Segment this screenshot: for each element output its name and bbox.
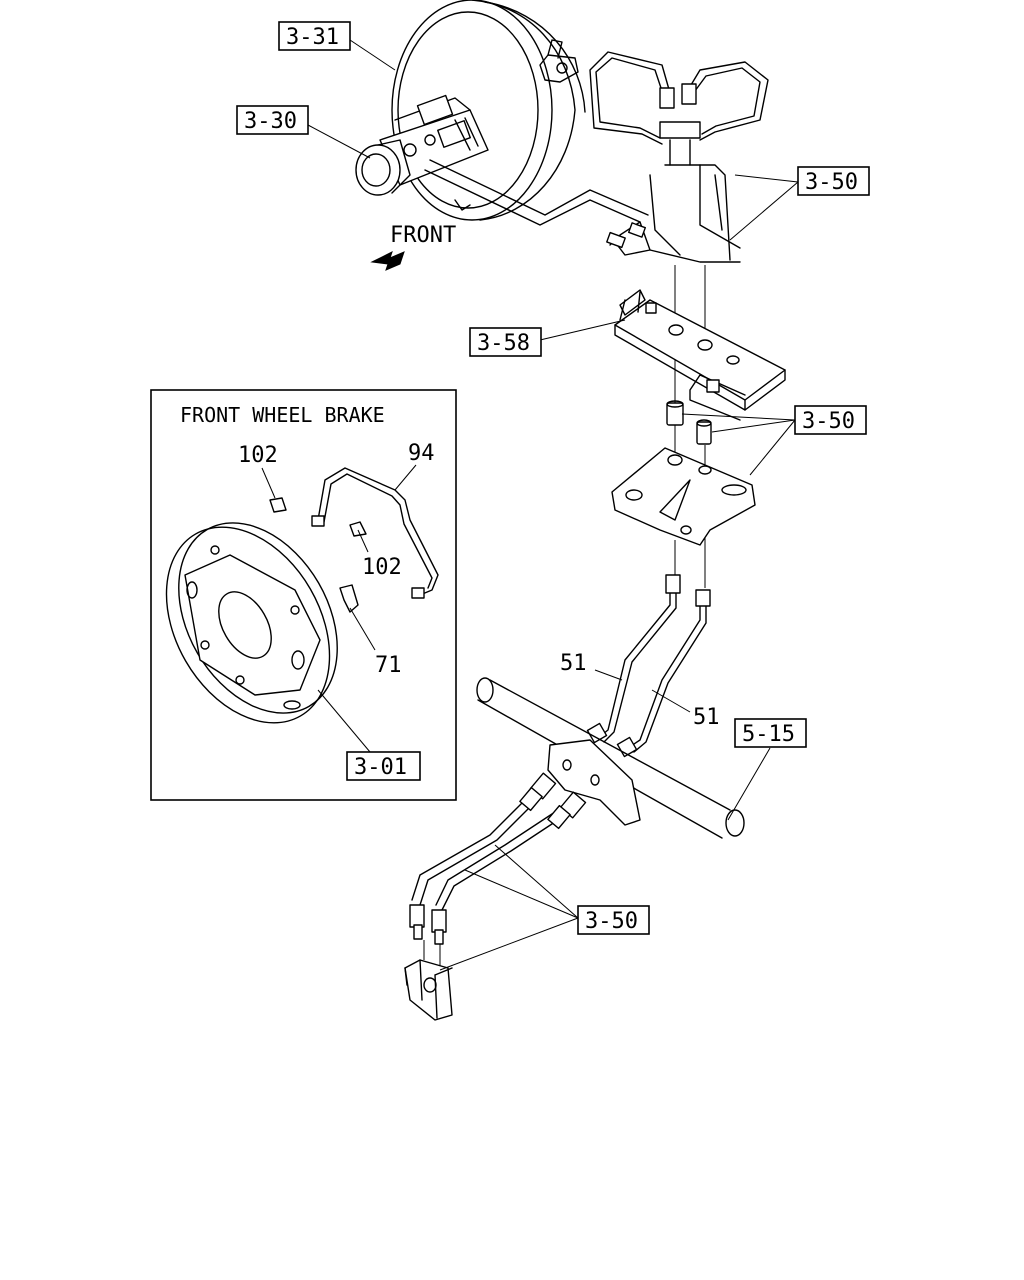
brake-pipe-94 xyxy=(317,467,439,596)
leader-lines xyxy=(307,39,799,971)
callout-3-50-middle-text: 3-50 xyxy=(802,409,855,434)
front-arrow-icon xyxy=(370,251,405,271)
clip-102-lower xyxy=(349,521,367,537)
bracket-71 xyxy=(339,584,359,613)
callout-3-50-lower-text: 3-50 xyxy=(585,909,638,934)
inset-title: FRONT WHEEL BRAKE xyxy=(180,403,385,427)
upper-brake-pipes xyxy=(424,51,769,263)
lower-bracket xyxy=(611,447,756,546)
lower-brake-pipes xyxy=(409,772,587,945)
master-cylinder xyxy=(355,94,489,196)
pipe-unions xyxy=(666,400,712,445)
front-label: FRONT xyxy=(390,223,456,248)
front-wheel-brake-inset: FRONT WHEEL BRAKE xyxy=(150,389,457,801)
callout-3-50-upper: 3-50 xyxy=(797,166,870,196)
junction-block xyxy=(404,959,453,1021)
brake-pipes-51 xyxy=(586,574,711,758)
part-label-94: 94 xyxy=(408,441,435,466)
callout-3-50-lower: 3-50 xyxy=(577,905,650,935)
callout-3-50-upper-text: 3-50 xyxy=(805,170,858,195)
part-label-51-right: 51 xyxy=(693,705,720,730)
callout-3-58: 3-58 xyxy=(469,327,542,357)
alignment-lines xyxy=(423,265,706,968)
callout-3-30-text: 3-30 xyxy=(244,109,297,134)
callout-3-30: 3-30 xyxy=(236,105,309,135)
part-label-71: 71 xyxy=(375,653,402,678)
callout-3-50-middle: 3-50 xyxy=(794,405,867,435)
callout-3-58-text: 3-58 xyxy=(477,331,530,356)
callout-3-01: 3-01 xyxy=(346,751,421,781)
clip-102-upper xyxy=(269,497,287,513)
backing-plate xyxy=(165,522,338,724)
callout-5-15-text: 5-15 xyxy=(742,722,795,747)
frame-crossmember xyxy=(476,677,745,839)
callout-3-31-text: 3-31 xyxy=(286,25,339,50)
front-direction-indicator: FRONT xyxy=(370,223,456,271)
part-label-102-upper: 102 xyxy=(238,443,278,468)
callout-3-31: 3-31 xyxy=(278,21,351,51)
callout-3-01-text: 3-01 xyxy=(354,755,407,780)
pipe-bracket xyxy=(614,289,786,421)
callout-5-15: 5-15 xyxy=(734,718,807,748)
part-label-51-left: 51 xyxy=(560,651,587,676)
part-label-102-lower: 102 xyxy=(362,555,402,580)
